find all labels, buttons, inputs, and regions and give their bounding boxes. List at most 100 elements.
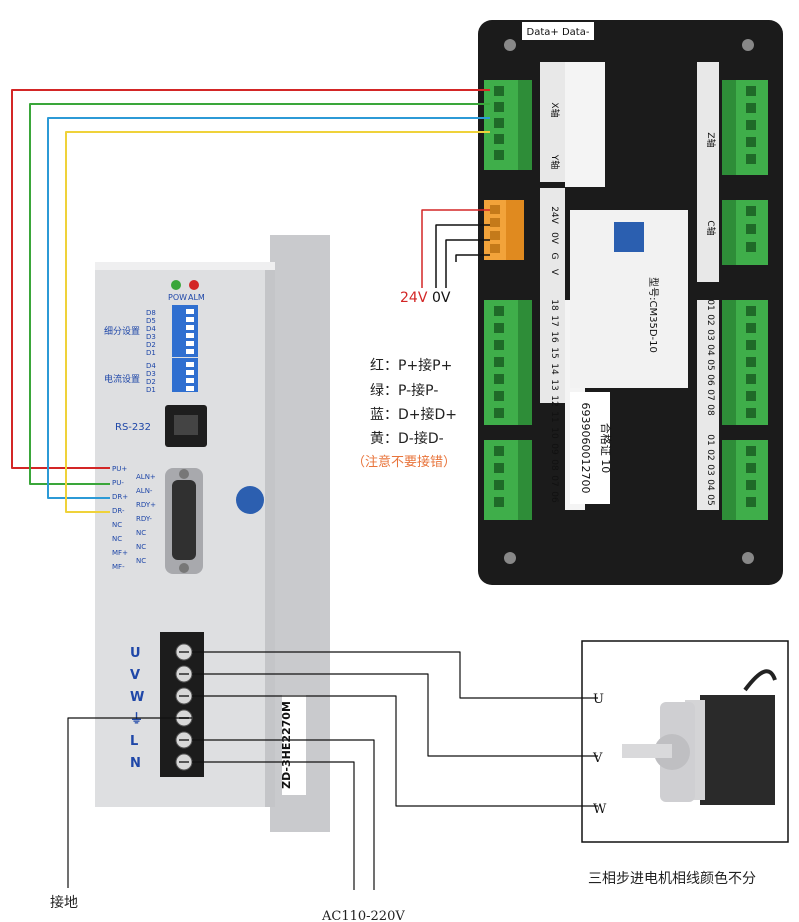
power-terminal-screws xyxy=(175,643,193,771)
power-label-0v: 0V xyxy=(549,232,559,245)
dip-label: D3 xyxy=(146,370,156,378)
terminal-screw-slot xyxy=(746,497,756,507)
terminal-screw-slot xyxy=(494,306,504,316)
rs232-label: RS-232 xyxy=(115,422,151,433)
screw xyxy=(504,552,516,564)
terminal-screw-slot xyxy=(746,154,756,164)
connector-screw xyxy=(179,469,189,479)
dip-group1-title: 细分设置 xyxy=(104,325,140,337)
io-number-label: 11 xyxy=(549,411,559,422)
signal-label: NC xyxy=(136,529,146,537)
io-number-label: 04 xyxy=(705,479,715,491)
io-number-label: 15 xyxy=(549,347,559,358)
dip-label: D2 xyxy=(146,378,156,386)
io-number-label: 06 xyxy=(705,374,715,386)
io-number-label: 03 xyxy=(705,329,715,340)
power-label-v: V xyxy=(549,269,559,276)
terminal-screw-slot xyxy=(746,137,756,147)
signal-label: PU+ xyxy=(112,465,127,473)
terminal-screw-slot xyxy=(494,134,504,144)
y-axis-label: Y轴 xyxy=(549,154,561,170)
motor-caption: 三相步进电机相线颜色不分 xyxy=(588,870,756,887)
io-number-label: 18 xyxy=(549,299,559,311)
wire-phase-w xyxy=(192,695,598,807)
dip-label: D3 xyxy=(146,333,156,341)
dip-lever xyxy=(186,370,194,375)
terminal-block-xy xyxy=(484,80,532,170)
terminal-screw-slot xyxy=(490,218,500,227)
io-number-label: 02 xyxy=(705,449,715,460)
dip-switch-levers xyxy=(186,309,194,391)
io-number-label: 06 xyxy=(549,491,559,503)
c-axis-label: C轴 xyxy=(705,220,717,235)
wiring-legend-warning: （注意不要接错） xyxy=(352,454,456,470)
dip-lever xyxy=(186,317,194,322)
wire-ground xyxy=(67,717,192,888)
dip-lever xyxy=(186,341,194,346)
dip-label: D5 xyxy=(146,317,156,325)
io-number-label: 14 xyxy=(549,363,559,375)
io-number-label: 02 xyxy=(705,314,715,325)
ground-label: 接地 xyxy=(50,894,78,911)
motor-phase-u-label: U xyxy=(593,692,604,707)
signal-label: RDY- xyxy=(136,515,152,523)
power-label-24v: 24V xyxy=(549,206,559,224)
terminal-screw-slot xyxy=(494,357,504,367)
terminal-block-io-left-2 xyxy=(484,440,532,520)
wire-ac-n xyxy=(192,761,355,890)
controller-barcode-text: 6939060012700 xyxy=(579,403,592,494)
power-terminal-label: U xyxy=(130,646,141,661)
io-number-label: 17 xyxy=(549,315,559,326)
signal-label: RDY+ xyxy=(136,501,156,509)
wire-red-p-plus xyxy=(11,89,490,469)
power-0v-label: 0V xyxy=(432,290,451,306)
terminal-screw-slot xyxy=(494,86,504,96)
dip-label: D2 xyxy=(146,341,156,349)
terminal-screw-slot xyxy=(494,323,504,333)
controller-cert-text: 合格证 10 xyxy=(599,423,613,474)
dip-lever xyxy=(186,325,194,330)
power-24v-label: 24V xyxy=(400,290,428,306)
io-number-label: 04 xyxy=(705,344,715,356)
io-number-label: 08 xyxy=(705,404,715,416)
controller-model-text: 型号:CM35D-10 xyxy=(647,277,660,353)
terminal-screw-slot xyxy=(490,205,500,214)
io-number-label: 05 xyxy=(705,494,715,505)
dip-lever xyxy=(186,386,194,391)
terminal-screw-slot xyxy=(746,224,756,234)
wire-phase-v xyxy=(192,673,598,757)
wire-power-24v xyxy=(421,209,490,288)
terminal-screw-slot xyxy=(494,408,504,418)
ac-input-label: AC110-220V xyxy=(321,909,405,922)
z-axis-label: Z轴 xyxy=(705,132,717,147)
terminal-screw-slot xyxy=(746,446,756,456)
signal-label: PU- xyxy=(112,479,124,487)
dip-lever xyxy=(186,362,194,367)
signal-label: ALN- xyxy=(136,487,153,495)
motor-phase-v-label: V xyxy=(592,751,603,766)
alm-led xyxy=(189,280,199,290)
terminal-screw-slot xyxy=(746,306,756,316)
terminal-screw-slot xyxy=(746,120,756,130)
terminal-screw-slot xyxy=(494,102,504,112)
wiring-legend-blue: 蓝：D+接D+ xyxy=(370,406,457,423)
dip-label: D4 xyxy=(146,362,156,370)
terminal-screw-slot xyxy=(746,206,756,216)
io-number-label: 03 xyxy=(705,464,715,475)
terminal-screw-slot xyxy=(494,446,504,456)
io-number-label: 07 xyxy=(549,475,559,486)
motor-phase-w-label: W xyxy=(593,802,607,817)
wire-green-p-minus xyxy=(29,103,490,485)
wiring-legend-red: 红：P+接P+ xyxy=(370,357,452,374)
dip-label: D1 xyxy=(146,349,156,357)
terminal-block-z xyxy=(722,80,768,175)
terminal-block-c xyxy=(722,200,768,265)
io-number-label: 05 xyxy=(705,359,715,370)
terminal-screw-slot xyxy=(494,150,504,160)
dip-switch-block-1 xyxy=(172,305,198,357)
driver-logo-seal xyxy=(236,486,264,514)
